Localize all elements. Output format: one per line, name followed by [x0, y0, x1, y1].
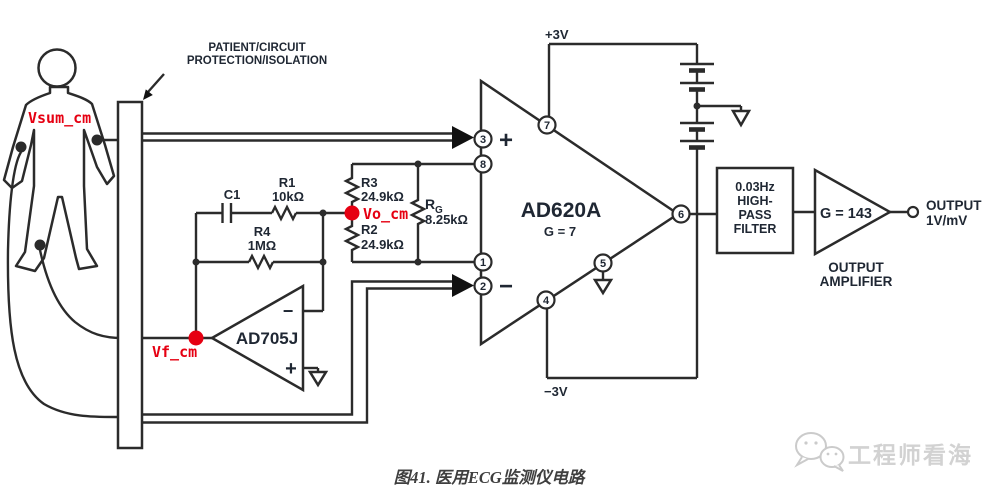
r4-label: R4	[254, 224, 271, 239]
output-label-line1: OUTPUT	[926, 198, 982, 213]
pin-3-circle	[473, 129, 493, 149]
isolation-label-line2: PROTECTION/ISOLATION	[187, 55, 327, 67]
ad705j-minus: −	[283, 301, 294, 321]
r2-value: 24.9kΩ	[361, 237, 404, 252]
pin-4-circle	[536, 290, 556, 310]
pin-3-number: 3	[480, 134, 486, 146]
c1-label: C1	[224, 187, 241, 202]
ad620a-pins	[473, 115, 691, 310]
filter-line1: 0.03Hz	[735, 180, 775, 194]
r1-value: 10kΩ	[272, 189, 304, 204]
resistor-r1	[270, 204, 298, 222]
wire-to-pin3	[141, 126, 474, 149]
resistor-r3	[343, 164, 361, 206]
ad705j-label: AD705J	[236, 329, 298, 348]
rg-label: R	[425, 196, 435, 212]
electrode-left-arm	[15, 141, 27, 153]
rg-value: 8.25kΩ	[425, 212, 468, 227]
supply-wiring	[545, 42, 752, 380]
outamp-gain: G = 143	[820, 206, 872, 222]
wire-to-pin2	[141, 274, 474, 424]
patient-head	[37, 48, 77, 88]
gain-resistor-network	[343, 160, 475, 266]
pin-5-circle	[593, 253, 613, 273]
ad620a-gain: G = 7	[544, 224, 576, 239]
ref-ground	[592, 271, 614, 296]
pin-numbers: 3 8 1 2 7 4 5 6	[480, 120, 684, 307]
node-vf-dot	[188, 330, 204, 346]
node-vf-label: Vf_cm	[152, 343, 197, 361]
node-vo-label: Vo_cm	[363, 205, 408, 223]
highpass-filter-box	[715, 166, 795, 255]
pin-2-number: 2	[480, 281, 486, 293]
pin-4-number: 4	[543, 295, 550, 307]
node-vo-dot	[344, 205, 360, 221]
integrator-network	[192, 203, 352, 338]
ad620a-minus: −	[499, 273, 513, 300]
outamp-label1: OUTPUT	[828, 260, 884, 275]
pin-8-number: 8	[480, 159, 486, 171]
watermark-text: 工程师看海	[848, 442, 973, 468]
resistor-r4	[247, 253, 275, 271]
pin-5-number: 5	[600, 258, 606, 270]
ad705j-ground	[303, 366, 329, 388]
outamp-label2: AMPLIFIER	[820, 274, 893, 289]
r3-value: 24.9kΩ	[361, 189, 404, 204]
output-label-line2: 1V/mV	[926, 213, 967, 228]
supply-neg-label: −3V	[544, 384, 568, 399]
watermark: 工程师看海	[794, 432, 973, 472]
pin-1-number: 1	[480, 257, 486, 269]
filter-line2: HIGH-	[737, 194, 772, 208]
ground-icon	[307, 370, 329, 388]
isolation-barrier	[116, 100, 144, 450]
pin-7-circle	[537, 115, 557, 135]
pin-2-circle	[473, 276, 493, 296]
r1-label: R1	[279, 175, 296, 190]
ad620a-label: AD620A	[521, 199, 602, 222]
wechat-icon	[794, 432, 845, 472]
isolation-label-line1: PATIENT/CIRCUIT	[208, 42, 305, 54]
ad705j-triangle	[209, 283, 305, 393]
filter-line4: FILTER	[734, 222, 777, 236]
output-terminal	[906, 205, 920, 219]
patient-body	[2, 85, 116, 273]
resistor-rg	[409, 164, 427, 262]
node-vsum-label: Vsum_cm	[28, 109, 91, 127]
pin-7-number: 7	[544, 120, 550, 132]
supply-pos-label: +3V	[545, 27, 569, 42]
pin-6-number: 6	[678, 209, 684, 221]
r3-label: R3	[361, 175, 378, 190]
ad620a-plus: +	[499, 127, 513, 154]
r2-label: R2	[361, 222, 378, 237]
isolation-arrowhead	[143, 89, 153, 100]
ground-icon	[730, 109, 752, 128]
electrode-leg	[34, 239, 46, 251]
resistor-r2	[343, 220, 361, 262]
ad705j-plus: +	[285, 358, 297, 380]
isolation-arrow-line	[147, 73, 165, 93]
pin-6-circle	[671, 204, 691, 224]
r4-value: 1MΩ	[248, 238, 276, 253]
figure-caption: 图41. 医用ECG监测仪电路	[394, 468, 587, 487]
electrode-right-arm	[91, 134, 103, 146]
ground-icon	[592, 278, 614, 296]
output-amplifier-triangle	[813, 167, 893, 257]
rg-label-sub: G	[435, 205, 443, 216]
ad620a-triangle	[479, 78, 681, 347]
pin-1-circle	[473, 252, 493, 272]
pin-8-circle	[473, 154, 493, 174]
filter-line3: PASS	[738, 208, 771, 222]
output-chain	[689, 166, 920, 257]
